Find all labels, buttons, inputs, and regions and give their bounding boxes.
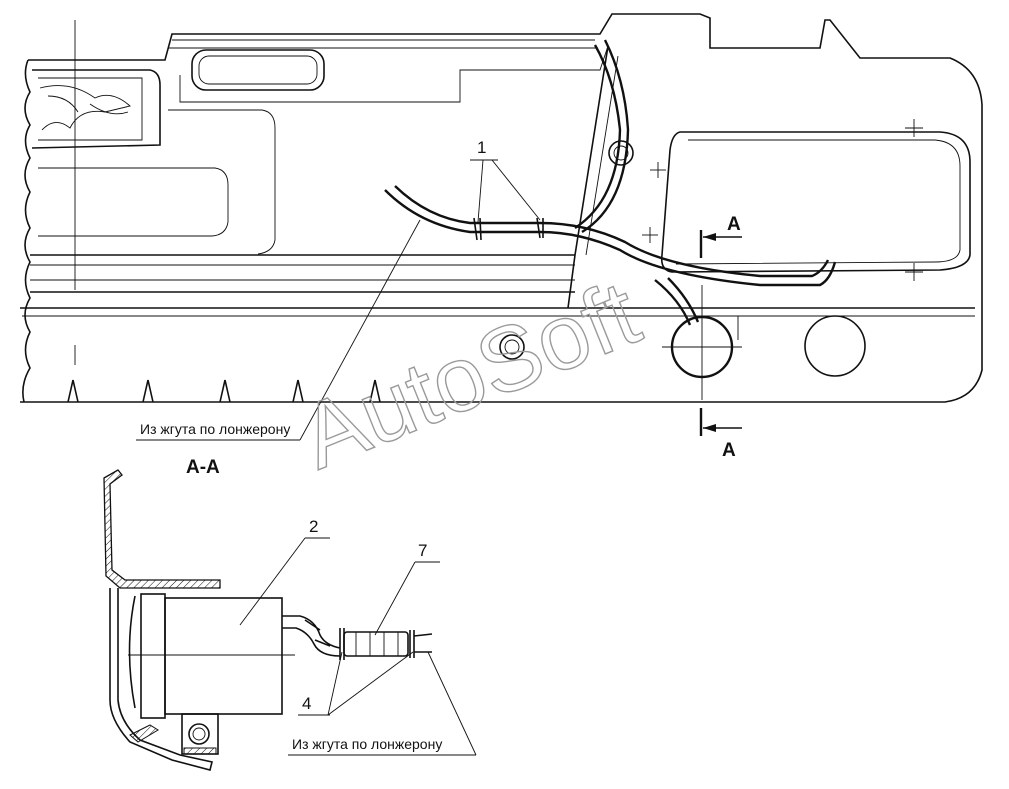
callout-7-label: 7 xyxy=(418,541,427,560)
callout-2: 2 xyxy=(239,517,330,626)
top-harness-note-text: Из жгута по лонжерону xyxy=(140,421,290,437)
callout-7: 7 xyxy=(374,541,440,636)
callout-1-label: 1 xyxy=(477,138,486,157)
callout-1: 1 xyxy=(470,138,541,223)
callout-2-label: 2 xyxy=(309,517,318,536)
frame-rail xyxy=(20,13,983,403)
section-mark-bottom-label: A xyxy=(722,440,736,461)
bottom-harness-note: Из жгута по лонжерону xyxy=(288,651,477,756)
watermark: AutoSoft xyxy=(287,262,652,489)
bottom-harness-note-text: Из жгута по лонжерону xyxy=(292,736,442,752)
section-mark: A A xyxy=(699,214,742,461)
section-view xyxy=(103,469,433,771)
top-harness-note: Из жгута по лонжерону xyxy=(136,219,421,441)
callout-4-label: 4 xyxy=(302,694,311,713)
callout-4: 4 xyxy=(298,651,414,716)
section-mark-top-label: A xyxy=(727,214,741,235)
wiring-harness xyxy=(384,39,837,326)
section-view-title: А-А xyxy=(186,457,220,478)
